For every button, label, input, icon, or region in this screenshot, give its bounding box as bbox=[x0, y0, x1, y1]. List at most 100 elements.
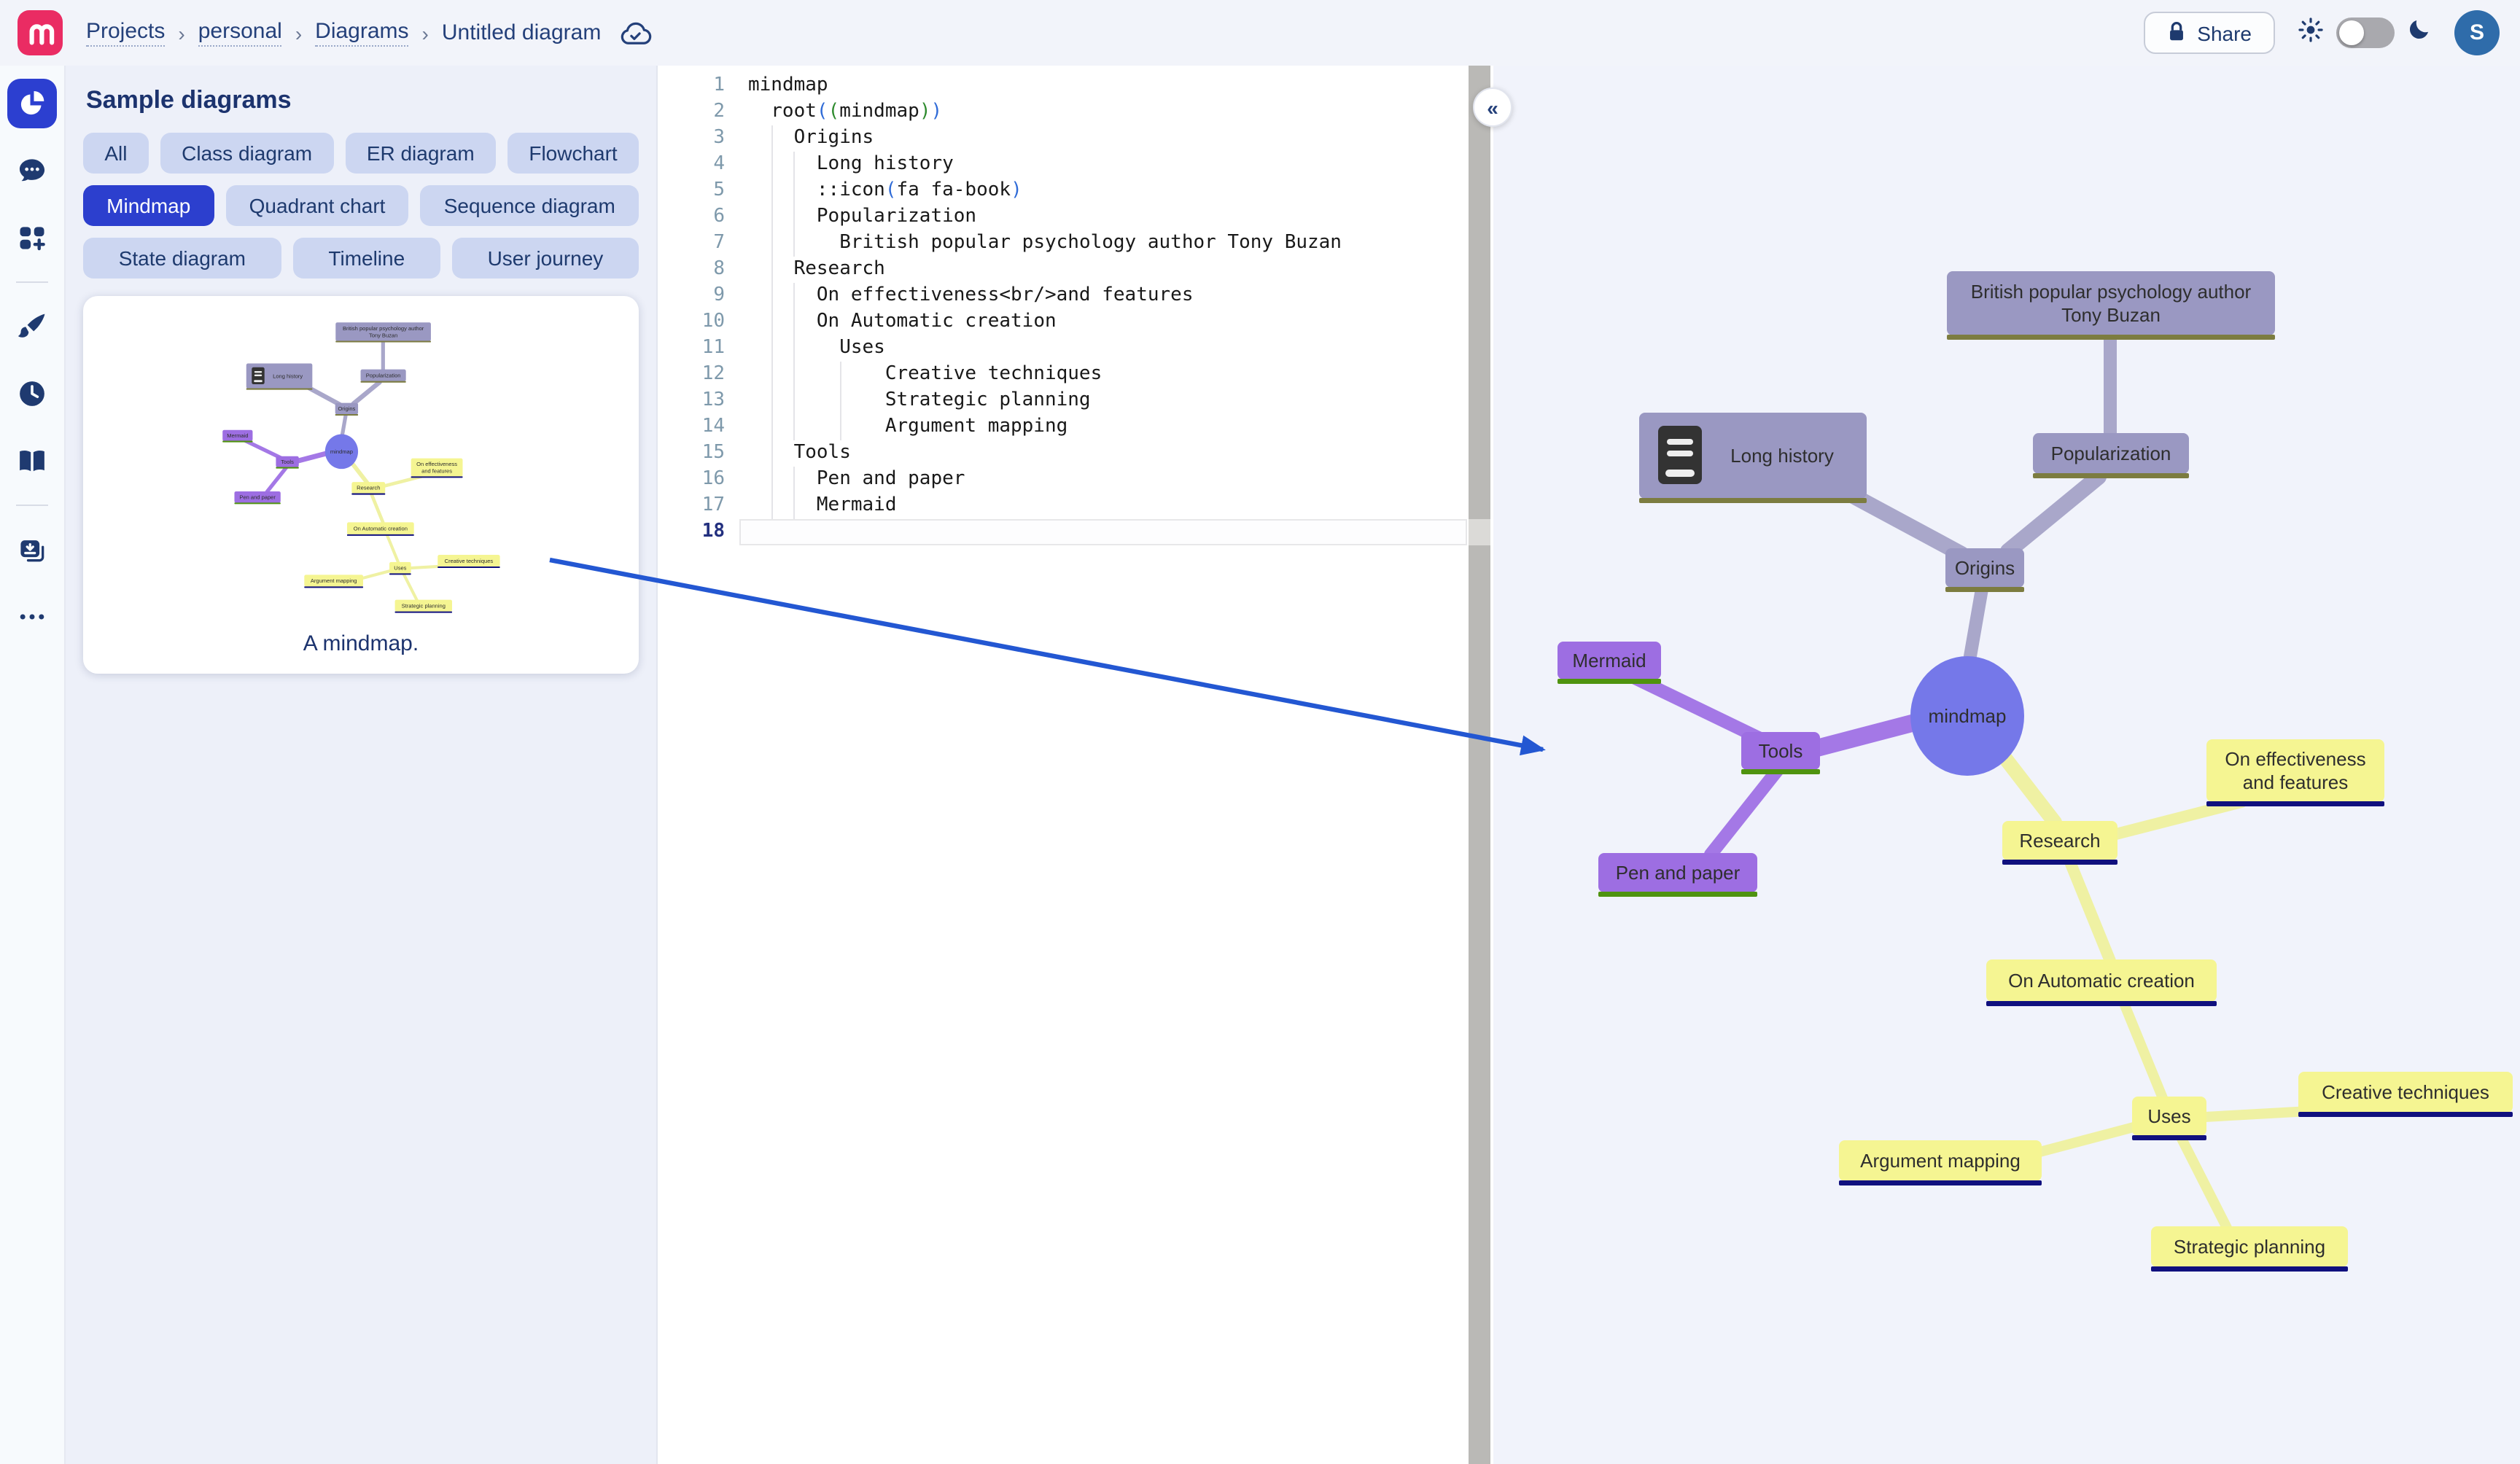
line-number: 14 bbox=[701, 416, 725, 437]
svg-text:Research: Research bbox=[2019, 830, 2100, 852]
mermaid-logo-icon[interactable] bbox=[18, 10, 63, 55]
sidebar-item-snippets[interactable] bbox=[7, 213, 57, 262]
breadcrumb-projects[interactable]: Projects bbox=[86, 19, 166, 47]
line-text: Research bbox=[793, 258, 885, 280]
svg-text:British popular psychology aut: British popular psychology author bbox=[1971, 281, 2252, 303]
mindmap-node-argument-mapping: Argument mapping bbox=[303, 575, 363, 588]
filter-button-flowchart[interactable]: Flowchart bbox=[508, 133, 639, 174]
icon-rail bbox=[0, 66, 66, 1464]
theme-switcher bbox=[2297, 15, 2432, 50]
svg-text:Origins: Origins bbox=[1955, 557, 2015, 579]
sidebar-item-more[interactable] bbox=[7, 592, 57, 642]
sidebar-item-chat[interactable] bbox=[7, 146, 57, 195]
filter-button-mindmap[interactable]: Mindmap bbox=[83, 185, 214, 226]
sidebar-item-sample-diagrams[interactable] bbox=[7, 79, 57, 128]
line-text: On effectiveness<br/>and features bbox=[816, 284, 1194, 306]
share-label: Share bbox=[2197, 21, 2252, 44]
filter-button-timeline[interactable]: Timeline bbox=[292, 238, 440, 279]
mindmap-node-argument-mapping: Argument mapping bbox=[1839, 1140, 2042, 1185]
chat-bubble-icon bbox=[16, 155, 48, 187]
rail-divider bbox=[16, 505, 48, 506]
editor-scrollbar[interactable] bbox=[1469, 66, 1493, 1464]
sidebar-item-history[interactable] bbox=[7, 369, 57, 418]
sidebar-item-export[interactable] bbox=[7, 525, 57, 575]
filter-button-quadrant-chart[interactable]: Quadrant chart bbox=[225, 185, 409, 226]
filter-button-user-journey[interactable]: User journey bbox=[451, 238, 639, 279]
scrollbar-current-line-marker bbox=[1469, 519, 1490, 545]
book-open-icon bbox=[16, 445, 48, 477]
svg-text:Pen and paper: Pen and paper bbox=[238, 494, 275, 500]
collapse-panel-button[interactable]: « bbox=[1473, 87, 1512, 127]
sidebar-item-theme[interactable] bbox=[7, 302, 57, 351]
mindmap-node-on-automatic-creation: On Automatic creation bbox=[346, 522, 413, 536]
theme-toggle[interactable] bbox=[2336, 17, 2395, 48]
line-text: Long history bbox=[816, 153, 954, 175]
svg-text:Argument mapping: Argument mapping bbox=[1860, 1150, 2021, 1172]
mindmap-node-uses: Uses bbox=[389, 561, 411, 575]
mindmap-node-creative-techniques: Creative techniques bbox=[437, 555, 499, 569]
avatar[interactable]: S bbox=[2454, 10, 2500, 55]
filter-button-er-diagram[interactable]: ER diagram bbox=[345, 133, 496, 174]
filter-button-all[interactable]: All bbox=[83, 133, 149, 174]
line-number: 15 bbox=[701, 442, 725, 464]
line-text: Pen and paper bbox=[816, 468, 965, 490]
svg-text:Mermaid: Mermaid bbox=[1572, 650, 1646, 671]
svg-text:Popularization: Popularization bbox=[2051, 443, 2171, 464]
breadcrumb-current: Untitled diagram bbox=[441, 20, 602, 45]
main-layout: Sample diagrams All Class diagram ER diagr… bbox=[0, 66, 2520, 1464]
breadcrumb-personal[interactable]: personal bbox=[198, 19, 282, 47]
mindmap-node-research: Research bbox=[2002, 821, 2118, 865]
svg-text:Uses: Uses bbox=[2147, 1105, 2190, 1127]
sidebar-item-docs[interactable] bbox=[7, 436, 57, 486]
breadcrumb-separator: › bbox=[295, 21, 303, 44]
lock-icon bbox=[2166, 20, 2185, 46]
svg-text:On Automatic creation: On Automatic creation bbox=[353, 525, 407, 532]
line-number: 18 bbox=[701, 521, 725, 542]
header-actions: Share S bbox=[2143, 10, 2500, 55]
code-line-18[interactable]: 18 bbox=[658, 519, 1469, 545]
filter-button-sequence-diagram[interactable]: Sequence diagram bbox=[420, 185, 639, 226]
blocks-plus-icon bbox=[16, 222, 48, 254]
share-button[interactable]: Share bbox=[2143, 12, 2275, 54]
line-text: Origins bbox=[793, 127, 874, 149]
breadcrumb-diagrams[interactable]: Diagrams bbox=[315, 19, 409, 47]
svg-text:Tools: Tools bbox=[280, 459, 293, 465]
filter-button-state-diagram[interactable]: State diagram bbox=[83, 238, 281, 279]
svg-text:Tony Buzan: Tony Buzan bbox=[2061, 304, 2161, 326]
svg-text:and features: and features bbox=[421, 467, 451, 474]
panel-title: Sample diagrams bbox=[86, 86, 292, 114]
svg-text:mindmap: mindmap bbox=[330, 448, 352, 455]
line-number: 7 bbox=[713, 232, 725, 254]
mindmap-node-root: mindmap bbox=[324, 434, 358, 470]
mindmap-node-popularization: Popularization bbox=[359, 369, 405, 383]
breadcrumb: Projects › personal › Diagrams › Untitle… bbox=[86, 19, 601, 47]
line-text: Popularization bbox=[816, 206, 977, 227]
svg-text:Mermaid: Mermaid bbox=[226, 432, 247, 439]
svg-text:Tools: Tools bbox=[1759, 740, 1803, 762]
code-line-5[interactable]: 5::icon(fa fa-book) bbox=[658, 178, 1469, 204]
line-number: 10 bbox=[701, 311, 725, 332]
filter-button-class-diagram[interactable]: Class diagram bbox=[160, 133, 334, 174]
